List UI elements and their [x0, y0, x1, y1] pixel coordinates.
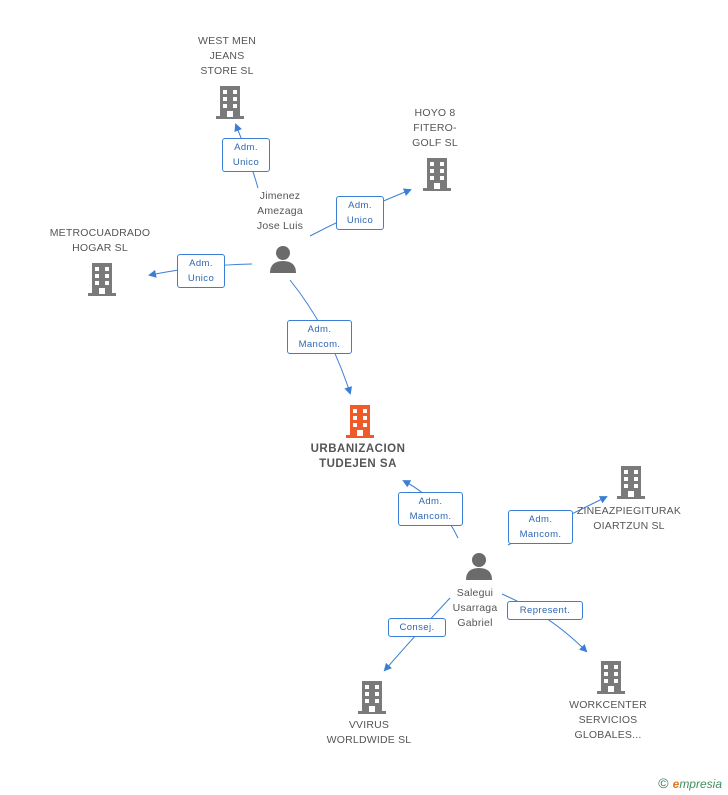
relation-badge-represent[interactable]: Represent.	[507, 601, 583, 620]
relation-badge-adm-mancom[interactable]: Adm. Mancom.	[508, 510, 573, 544]
person-icon[interactable]	[268, 244, 298, 274]
main-company-building-icon[interactable]	[344, 403, 376, 439]
building-icon[interactable]	[356, 679, 388, 715]
relation-badge-adm-unico[interactable]: Adm. Unico	[177, 254, 225, 288]
brand-logo-text: mpresia	[679, 777, 722, 791]
company-name-zineazpiegiturak[interactable]: ZINEAZPIEGITURAK OIARTZUN SL	[576, 505, 682, 532]
company-name-vvirus[interactable]: VVIRUS WORLDWIDE SL	[326, 719, 412, 746]
person-name-salegui[interactable]: Salegui Usarraga Gabriel	[452, 587, 498, 629]
building-icon[interactable]	[214, 84, 246, 120]
relation-badge-adm-mancom[interactable]: Adm. Mancom.	[398, 492, 463, 526]
company-name-workcenter[interactable]: WORKCENTER SERVICIOS GLOBALES...	[569, 699, 647, 741]
building-icon[interactable]	[421, 156, 453, 192]
person-name-jimenez[interactable]: Jimenez Amezaga Jose Luis	[256, 190, 304, 232]
relation-badge-adm-unico[interactable]: Adm. Unico	[336, 196, 384, 230]
copyright-icon: ©	[658, 775, 669, 791]
relation-badge-consej[interactable]: Consej.	[388, 618, 446, 637]
relation-badge-adm-mancom[interactable]: Adm. Mancom.	[287, 320, 352, 354]
relation-badge-adm-unico[interactable]: Adm. Unico	[222, 138, 270, 172]
building-icon[interactable]	[615, 464, 647, 500]
building-icon[interactable]	[595, 659, 627, 695]
brand-footer: ©empresia	[658, 775, 722, 791]
company-name-metrocuadrado[interactable]: METROCUADRADO HOGAR SL	[49, 227, 151, 254]
main-company-name[interactable]: URBANIZACION TUDEJEN SA	[310, 443, 406, 470]
company-name-west-men[interactable]: WEST MEN JEANS STORE SL	[198, 35, 256, 77]
person-icon[interactable]	[464, 551, 494, 581]
brand-logo-e: e	[672, 777, 680, 791]
company-name-hoyo8[interactable]: HOYO 8 FITERO- GOLF SL	[412, 107, 458, 149]
building-icon[interactable]	[86, 261, 118, 297]
